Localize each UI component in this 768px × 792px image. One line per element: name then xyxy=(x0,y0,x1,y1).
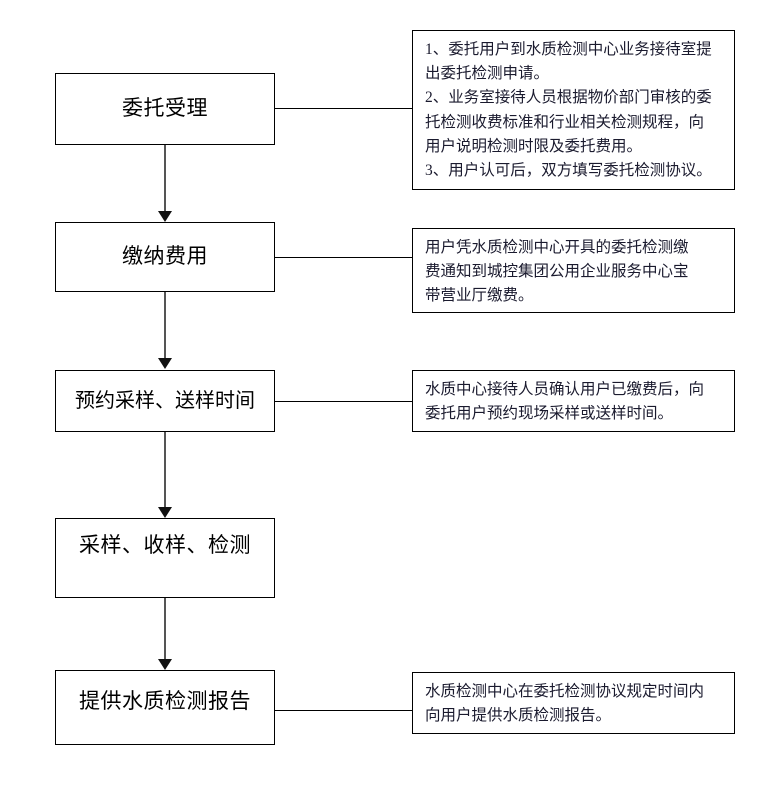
process-label-step-2: 缴纳费用 xyxy=(122,245,208,269)
process-label-step-4: 采样、收样、检测 xyxy=(79,534,251,557)
process-label-step-3: 预约采样、送样时间 xyxy=(75,390,255,412)
connector-step-1-to-note-1 xyxy=(275,108,412,109)
note-line: 1、委托用户到水质检测中心业务接待室提 xyxy=(425,41,712,58)
arrow-line-step-1-to-step-2 xyxy=(164,145,166,211)
note-line: 水质中心接待人员确认用户已缴费后，向 xyxy=(425,381,705,398)
note-line: 2、业务室接待人员根据物价部门审核的委 xyxy=(425,89,712,107)
arrow-head-step-1-to-step-2 xyxy=(158,211,172,222)
connector-step-3-to-note-3 xyxy=(275,401,412,402)
note-line: 托检测收费标准和行业相关检测规程，向 xyxy=(425,113,705,131)
process-box-step-5[interactable]: 提供水质检测报告 xyxy=(55,670,275,745)
connector-step-2-to-note-2 xyxy=(275,257,412,258)
note-line: 用户凭水质检测中心开具的委托检测缴 xyxy=(425,239,689,256)
arrow-head-step-3-to-step-4 xyxy=(158,507,172,518)
arrow-head-step-2-to-step-3 xyxy=(158,358,172,369)
process-box-step-1[interactable]: 委托受理 xyxy=(55,73,275,145)
note-line: 3、用户认可后，双方填写委托检测协议。 xyxy=(425,161,712,179)
arrow-line-step-4-to-step-5 xyxy=(164,598,166,659)
arrow-head-step-4-to-step-5 xyxy=(158,659,172,670)
process-box-step-2[interactable]: 缴纳费用 xyxy=(55,222,275,292)
process-box-step-4[interactable]: 采样、收样、检测 xyxy=(55,518,275,598)
note-box-step-2: 用户凭水质检测中心开具的委托检测缴 费通知到城控集团公用企业服务中心宝 带营业厅… xyxy=(412,228,735,313)
note-box-step-3: 水质中心接待人员确认用户已缴费后，向 委托用户预约现场采样或送样时间。 xyxy=(412,370,735,432)
process-label-step-5: 提供水质检测报告 xyxy=(79,690,251,713)
arrow-line-step-3-to-step-4 xyxy=(164,432,166,507)
note-line: 水质检测中心在委托检测协议规定时间内 xyxy=(425,683,705,700)
note-box-step-5: 水质检测中心在委托检测协议规定时间内 向用户提供水质检测报告。 xyxy=(412,672,735,734)
connector-step-5-to-note-5 xyxy=(275,710,412,711)
note-line: 费通知到城控集团公用企业服务中心宝 xyxy=(425,263,689,281)
process-box-step-3[interactable]: 预约采样、送样时间 xyxy=(55,370,275,432)
note-line: 委托用户预约现场采样或送样时间。 xyxy=(425,405,674,423)
note-line: 出委托检测申请。 xyxy=(425,65,550,83)
note-line: 用户说明检测时限及委托费用。 xyxy=(425,137,643,155)
process-label-step-1: 委托受理 xyxy=(122,97,208,121)
arrow-line-step-2-to-step-3 xyxy=(164,292,166,358)
note-line: 带营业厅缴费。 xyxy=(425,287,534,305)
note-line: 向用户提供水质检测报告。 xyxy=(425,707,612,725)
note-box-step-1: 1、委托用户到水质检测中心业务接待室提 出委托检测申请。 2、业务室接待人员根据… xyxy=(412,30,735,190)
